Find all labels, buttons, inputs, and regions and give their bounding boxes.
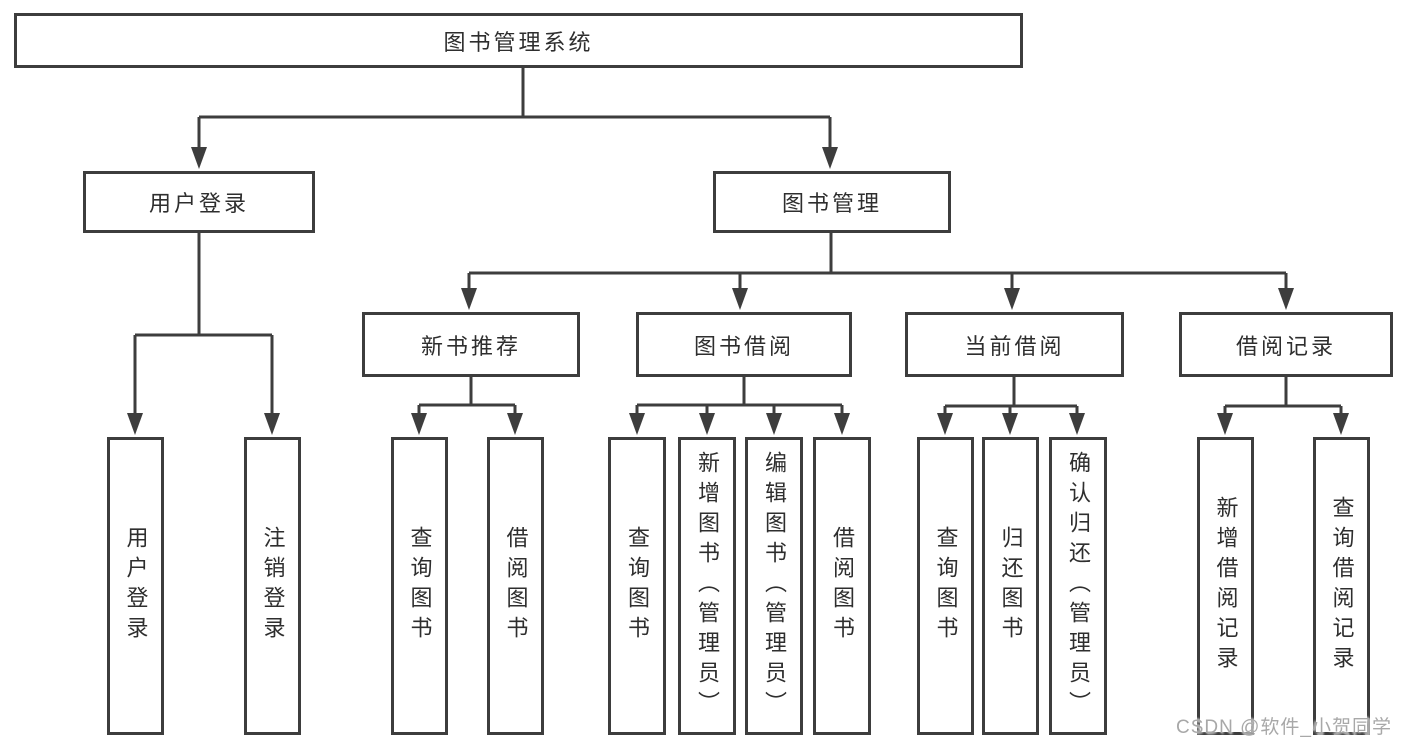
node-borrow-records: 借阅记录	[1179, 312, 1393, 377]
leaf-query-books-borrowing: 查询图书	[608, 437, 666, 735]
node-new-book-recommend-label: 新书推荐	[420, 333, 521, 359]
node-user-login: 用户登录	[83, 171, 315, 233]
leaf-query-books-current: 查询图书	[917, 437, 974, 735]
node-book-borrowing: 图书借阅	[636, 312, 852, 377]
leaf-add-book-admin: 新增图书（管理员）	[678, 437, 736, 735]
leaf-query-books-recommend: 查询图书	[391, 437, 448, 735]
leaf-user-login-label: 用户登录	[123, 526, 149, 646]
leaf-query-books-current-label: 查询图书	[933, 526, 959, 646]
leaf-confirm-return-admin-label: 确认归还（管理员）	[1066, 451, 1091, 721]
node-book-management-label: 图书管理	[781, 191, 882, 216]
leaf-query-books-recommend-label: 查询图书	[407, 526, 433, 646]
node-borrow-records-label: 借阅记录	[1235, 333, 1336, 359]
node-book-management: 图书管理	[713, 171, 951, 233]
leaf-query-borrow-record-label: 查询借阅记录	[1329, 496, 1355, 676]
node-current-borrowing-label: 当前借阅	[964, 333, 1065, 359]
leaf-add-borrow-record-label: 新增借阅记录	[1213, 496, 1239, 676]
leaf-confirm-return-admin: 确认归还（管理员）	[1049, 437, 1107, 735]
node-root-label: 图书管理系统	[443, 29, 594, 55]
node-new-book-recommend: 新书推荐	[362, 312, 580, 377]
node-book-borrowing-label: 图书借阅	[693, 333, 794, 359]
leaf-borrow-books: 借阅图书	[813, 437, 871, 735]
leaf-logout-label: 注销登录	[260, 526, 286, 646]
node-root: 图书管理系统	[14, 13, 1023, 68]
node-current-borrowing: 当前借阅	[905, 312, 1124, 377]
arrowheads	[127, 147, 1349, 435]
leaf-borrow-books-label: 借阅图书	[830, 526, 855, 646]
leaf-edit-book-admin: 编辑图书（管理员）	[745, 437, 803, 735]
leaf-borrow-books-recommend: 借阅图书	[487, 437, 544, 735]
leaf-add-book-admin-label: 新增图书（管理员）	[695, 451, 720, 721]
leaf-return-book: 归还图书	[982, 437, 1039, 735]
leaf-logout: 注销登录	[244, 437, 301, 735]
leaf-query-borrow-record: 查询借阅记录	[1313, 437, 1370, 735]
leaf-borrow-books-recommend-label: 借阅图书	[503, 526, 529, 646]
leaf-edit-book-admin-label: 编辑图书（管理员）	[762, 451, 787, 721]
leaf-query-books-borrowing-label: 查询图书	[625, 526, 650, 646]
watermark: CSDN @软件_小贺同学	[1176, 717, 1392, 738]
leaf-add-borrow-record: 新增借阅记录	[1197, 437, 1254, 735]
node-user-login-label: 用户登录	[148, 191, 249, 216]
leaf-return-book-label: 归还图书	[998, 526, 1024, 646]
leaf-user-login: 用户登录	[107, 437, 164, 735]
